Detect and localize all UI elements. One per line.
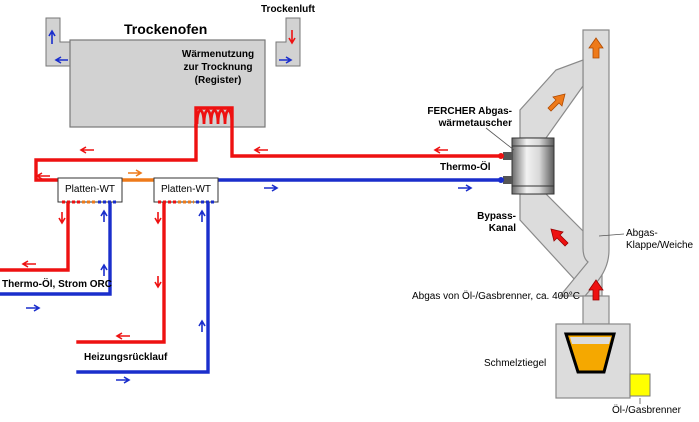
arrow-down-3 — [154, 276, 162, 289]
flap-label-1: Abgas- — [626, 228, 658, 239]
arrow-up-2 — [198, 209, 206, 222]
plate-hx-1-body — [57, 177, 123, 204]
oven-title: Trockenofen — [124, 21, 208, 37]
bypass-label-2: Kanal — [488, 223, 516, 234]
drying-oven — [45, 17, 301, 128]
heating-return-label: Heizungsrücklauf — [84, 352, 168, 363]
burner-box — [629, 373, 651, 397]
bypass-label-1: Bypass- — [477, 211, 516, 222]
arrow-hot-left-1 — [79, 146, 94, 154]
arrow-down-1 — [58, 212, 66, 225]
arrow-down-2 — [154, 212, 162, 225]
arrow-oven-in-2 — [54, 56, 68, 64]
arrow-hot-top-1 — [253, 146, 268, 154]
arrow-hot-left-2 — [35, 172, 50, 180]
arrow-cold-oil-1 — [264, 184, 279, 192]
arrow-oven-out-2 — [279, 56, 293, 64]
hot-line-top — [194, 106, 505, 158]
leader-lines — [485, 127, 641, 404]
duct-upper-branch — [519, 59, 584, 139]
cold-rise-1 — [0, 202, 112, 296]
plate-hx-2-body — [153, 177, 219, 204]
exhaust-duct — [519, 29, 610, 325]
burner-label: Öl-/Gasbrenner — [612, 405, 681, 416]
arrow-left-heat — [115, 332, 130, 340]
arrow-right-orc — [26, 304, 41, 312]
arrow-oven-out — [288, 30, 296, 45]
register-coil — [195, 109, 234, 125]
gas-arrow-bottom — [588, 279, 604, 301]
flue-gas-label: Abgas von Öl-/Gasbrenner, ca. 400°C — [412, 291, 580, 302]
thermo-oil-label: Thermo-Öl — [440, 162, 491, 173]
arrow-oven-in — [48, 29, 56, 44]
oven-outlet-duct — [275, 17, 301, 67]
arrow-orange — [128, 169, 143, 177]
hot-line-left — [34, 124, 198, 182]
exhaust-air-label: Trockenluft — [261, 4, 315, 15]
gas-arrow-diag — [547, 93, 566, 112]
arrow-right-heat — [116, 376, 131, 384]
fluid-lines — [0, 106, 505, 374]
flow-arrows — [21, 29, 473, 384]
arrow-up-3 — [198, 319, 206, 332]
plate-hx-1-label: Platten-WT — [64, 184, 115, 195]
fercher-label-1: FERCHER Abgas- — [427, 106, 512, 117]
cold-rise-2 — [76, 202, 210, 374]
crucible-housing — [555, 323, 631, 399]
hot-drop-1 — [0, 202, 70, 272]
heat-use-label-3: (Register) — [194, 75, 242, 86]
arrow-cold-oil-2 — [458, 184, 473, 192]
fercher-heat-exchanger — [498, 137, 555, 195]
orc-output-label: Thermo-Öl, Strom ORC — [2, 279, 113, 290]
flap-label-2: Klappe/Weiche — [626, 240, 694, 251]
heat-use-label-2: zur Trocknung — [183, 62, 253, 73]
gas-arrow-bypass — [550, 228, 569, 247]
gas-arrow-top — [588, 37, 604, 59]
arrow-up-1 — [100, 209, 108, 222]
fercher-label-2: wärmetauscher — [438, 118, 512, 129]
arrow-up-orc — [100, 263, 108, 276]
hot-drop-2 — [76, 202, 166, 344]
arrow-left-orc — [21, 260, 36, 268]
arrow-hot-top-2 — [433, 146, 448, 154]
heat-use-label-1: Wärmenutzung — [181, 49, 255, 60]
plate-hx-2-label: Platten-WT — [160, 184, 211, 195]
crucible-label: Schmelztiegel — [484, 358, 547, 369]
gas-arrows — [547, 37, 604, 301]
